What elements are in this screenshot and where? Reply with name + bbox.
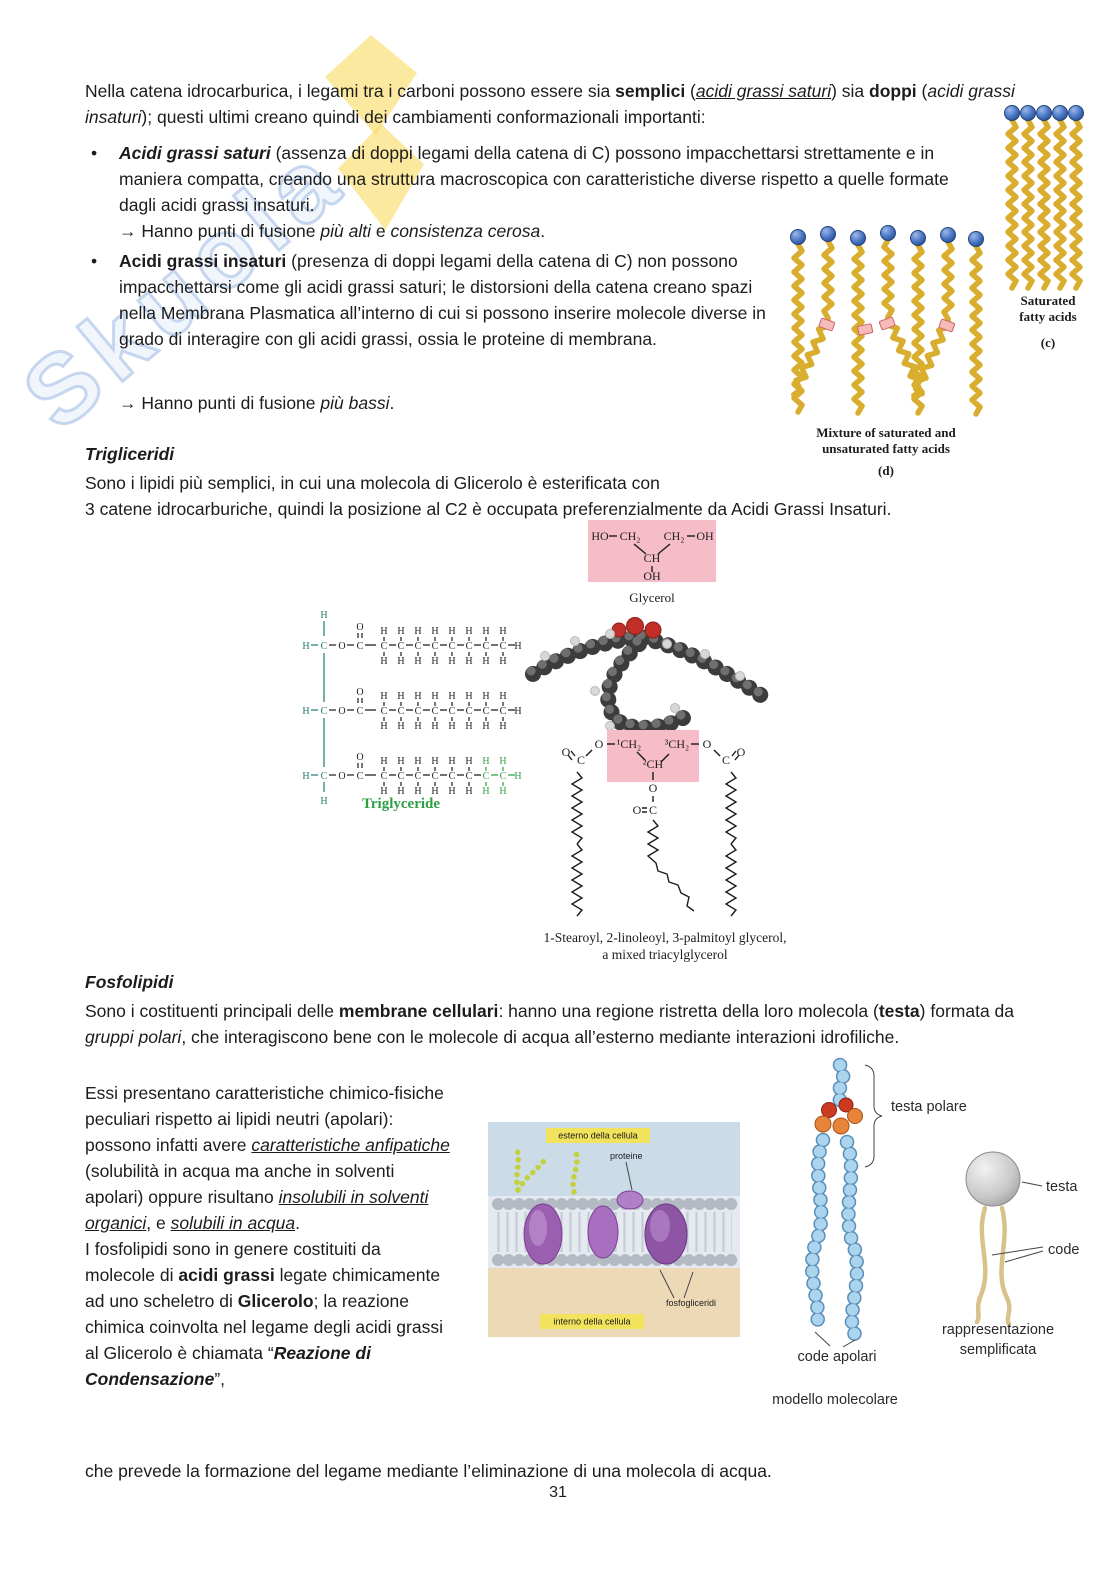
fosfolipidi-column: Essi presentano caratteristiche chimico-… [85,1083,450,1389]
svg-text:O: O [595,737,604,751]
svg-text:¹CH₂: ¹CH₂ [617,737,641,751]
svg-text:CH₂: CH₂ [620,529,641,543]
interno-label: interno della cellula [553,1317,630,1327]
svg-text:semplificata: semplificata [960,1342,1037,1358]
bullet-marker: • [91,251,98,271]
simplified-head [965,1151,1021,1207]
code-label: code [1048,1242,1079,1258]
membrane-labels: esterno della cellula proteine fosfoglic… [540,1128,716,1329]
panel-d-tag: (d) [878,463,894,478]
svg-text:rappresentazione: rappresentazione [942,1322,1054,1338]
fosfolipidi-heading: Fosfolipidi [85,972,174,992]
svg-text:O: O [649,781,658,795]
svg-text:C: C [722,753,730,767]
svg-text:H: H [514,771,521,782]
closing-line: che prevede la formazione del legame med… [85,1461,772,1481]
phospholipid-simplified: testa code rappresentazione semplificata [942,1151,1079,1358]
phospholipid-molecular-model: testa polare code apolari modello moleco… [772,1057,967,1408]
membrane-proteins [523,1190,688,1265]
polar-head-atoms [814,1097,863,1135]
double-bond-markers [818,316,956,336]
phospholipid-figure: testa polare code apolari modello moleco… [772,1057,1079,1408]
bullet-marker: • [91,143,98,163]
membrane-figure: esterno della cellula proteine fosfoglic… [488,1122,740,1337]
saturated-fatty-acid-chains [1004,105,1084,289]
svg-text:CH₂: CH₂ [664,529,685,543]
svg-text:C: C [577,753,585,767]
modello-molecolare-label: modello molecolare [772,1392,898,1408]
svg-text:H: H [320,796,327,807]
intro-paragraph: Nella catena idrocarburica, i legami tra… [85,81,1015,127]
glycerol-backbone: H H [320,610,327,807]
svg-text:H: H [514,706,521,717]
page-number: 31 [549,1484,567,1501]
svg-text:CH: CH [644,551,661,565]
trigliceridi-heading: Trigliceridi [85,444,175,464]
bullet-saturated-arrow: → Hanno punti di fusione più alti e cons… [119,221,546,241]
fatty-acid-chain-row-3: H [301,751,522,798]
fatty-acid-chain-row-1: H [301,621,522,668]
bullet-saturated: • Acidi grassi saturi (assenza di doppi … [85,140,957,218]
testa-label: testa [1046,1179,1078,1195]
glycerol-structure-figure: HO CH₂ CH₂ OH CH OH Glycerol [588,520,716,605]
testa-polare-label: testa polare [891,1099,967,1115]
fosfogliceridi-label: fosfogliceridi [666,1298,716,1308]
acyl-chains [571,771,737,917]
svg-text:HO: HO [591,529,609,543]
proteine-label: proteine [610,1151,643,1161]
triglyceride-space-filling-model [525,617,773,741]
svg-text:OH: OH [696,529,714,543]
triglyceride-label: Triglyceride [362,796,440,812]
svg-text:³CH₂: ³CH₂ [665,737,689,751]
fatty-acid-chain-row-2: H [301,686,522,733]
fosfolipidi-intro: Sono i costituenti principali delle memb… [85,1001,1015,1047]
trigliceridi-line1: Sono i lipidi più semplici, in cui una m… [85,473,660,493]
svg-text:H: H [320,610,327,621]
svg-text:C: C [649,803,657,817]
glycan-chains [513,1143,580,1195]
bullet-unsaturated-arrow: → Hanno punti di fusione più bassi. [119,393,395,413]
mixed-triacylglycerol-figure: ¹CH₂ ²CH ³CH₂ O C O O C O O C O [562,730,746,917]
svg-text:O: O [703,737,712,751]
bullet-unsaturated-text: Acidi grassi insaturi (presenza di doppi… [119,251,766,349]
glycerol-caption: Glycerol [629,590,675,605]
svg-text:O: O [562,745,571,759]
svg-text:O: O [737,745,746,759]
mixture-caption: Mixture of saturated and [816,425,956,440]
svg-text:OH: OH [643,569,661,583]
triglyceride-formula-figure: H C H H C O C O H H H H [301,610,522,812]
svg-text:²CH: ²CH [643,757,664,771]
code-apolari-label: code apolari [798,1349,877,1365]
saturated-caption: Saturated [1021,293,1077,308]
hydrogen-atoms [540,629,745,741]
esterno-label: esterno della cellula [558,1131,638,1141]
bullet-saturated-text: Acidi grassi saturi (assenza di doppi le… [119,143,949,215]
oxygen-atoms [611,617,662,639]
triacylglycerol-caption: 1-Stearoyl, 2-linoleoyl, 3-palmitoyl gly… [543,930,787,962]
panel-c-tag: (c) [1041,335,1055,350]
mixture-fatty-acid-chains [790,225,984,415]
svg-text:fatty acids: fatty acids [1019,309,1076,324]
bullet-unsaturated: • Acidi grassi insaturi (presenza di dop… [85,248,775,352]
svg-text:O: O [633,803,642,817]
svg-text:H: H [514,641,521,652]
svg-text:unsaturated fatty acids: unsaturated fatty acids [822,441,950,456]
trigliceridi-line2: 3 catene idrocarburiche, quindi la posiz… [85,499,892,519]
fatty-acids-figure: Saturated fatty acids (c) Mixture of sat… [780,105,1084,478]
